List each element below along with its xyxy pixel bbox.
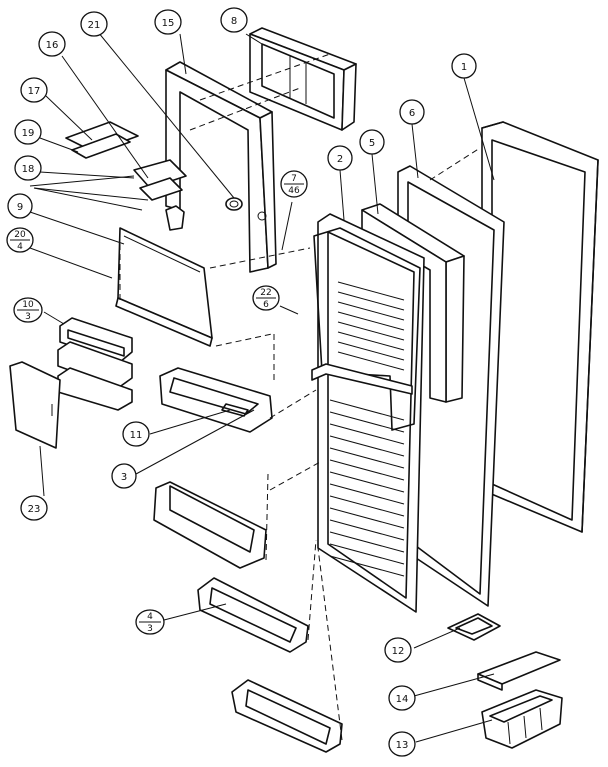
svg-text:9: 9 (17, 202, 23, 213)
svg-text:4: 4 (17, 242, 23, 252)
svg-text:13: 13 (396, 740, 409, 751)
svg-text:6: 6 (263, 300, 269, 310)
part-5-breaker-strip (361, 203, 465, 403)
callout-12: 12 (384, 637, 412, 663)
svg-text:17: 17 (28, 86, 41, 97)
callout-22-6: 22 6 (252, 285, 280, 311)
part-12-small-tray (447, 613, 501, 641)
callout-2: 2 (327, 145, 353, 171)
callout-14: 14 (388, 685, 416, 711)
svg-text:3: 3 (147, 624, 153, 634)
callout-10-3: 10 3 (13, 297, 43, 323)
svg-text:46: 46 (288, 186, 300, 196)
callout-5: 5 (359, 129, 385, 155)
assembly-dash-lines (119, 53, 481, 741)
part-13-ice-bin (481, 689, 563, 749)
part-10-containers (57, 317, 133, 411)
svg-text:8: 8 (231, 16, 237, 27)
callout-15: 15 (154, 9, 182, 35)
callout-16: 16 (38, 31, 66, 57)
svg-text:14: 14 (396, 694, 409, 705)
svg-text:20: 20 (14, 230, 26, 240)
callout-19: 19 (14, 119, 42, 145)
svg-text:12: 12 (392, 646, 405, 657)
callout-21: 21 (80, 11, 108, 37)
callout-17: 17 (20, 77, 48, 103)
part-8-control-housing (249, 27, 357, 131)
part-11-tray (159, 367, 273, 433)
callout-3: 3 (111, 463, 137, 489)
svg-text:21: 21 (88, 20, 101, 31)
svg-text:3: 3 (25, 312, 31, 322)
svg-text:11: 11 (130, 430, 143, 441)
svg-text:6: 6 (409, 108, 415, 119)
shelf-parts (29, 121, 187, 231)
callout-13: 13 (388, 731, 416, 757)
callout-8: 8 (220, 7, 248, 33)
callout-9: 9 (7, 193, 33, 219)
svg-text:1: 1 (461, 62, 467, 73)
svg-text:4: 4 (147, 612, 153, 622)
callout-23: 23 (20, 495, 48, 521)
callout-11: 11 (122, 421, 150, 447)
svg-text:22: 22 (260, 288, 271, 298)
svg-text:19: 19 (22, 128, 35, 139)
part-2-inner-liner (311, 213, 425, 613)
door-bin-upper (153, 481, 267, 569)
leader-lines (29, 31, 495, 743)
callout-20-4: 20 4 (6, 227, 34, 253)
door-bin-lower (231, 679, 343, 753)
part-21-knob (225, 197, 243, 211)
svg-text:15: 15 (162, 18, 175, 29)
door-bin-middle (197, 577, 309, 653)
callout-6: 6 (399, 99, 425, 125)
part-15-frame (165, 61, 277, 273)
svg-text:10: 10 (22, 300, 34, 310)
svg-text:18: 18 (22, 164, 35, 175)
part-1-outer-door (481, 121, 599, 533)
part-9-cover (115, 227, 213, 347)
callout-1: 1 (451, 53, 477, 79)
svg-text:5: 5 (369, 138, 375, 149)
svg-text:16: 16 (46, 40, 59, 51)
svg-text:3: 3 (121, 472, 127, 483)
callout-18: 18 (14, 155, 42, 181)
callout-7-46: 7 46 (280, 170, 308, 198)
part-23-door-panel (9, 361, 61, 449)
part-14-lid (477, 651, 561, 691)
svg-text:2: 2 (337, 154, 343, 165)
callout-4-3: 4 3 (135, 609, 165, 635)
svg-text:23: 23 (28, 504, 41, 515)
svg-text:7: 7 (291, 174, 297, 184)
